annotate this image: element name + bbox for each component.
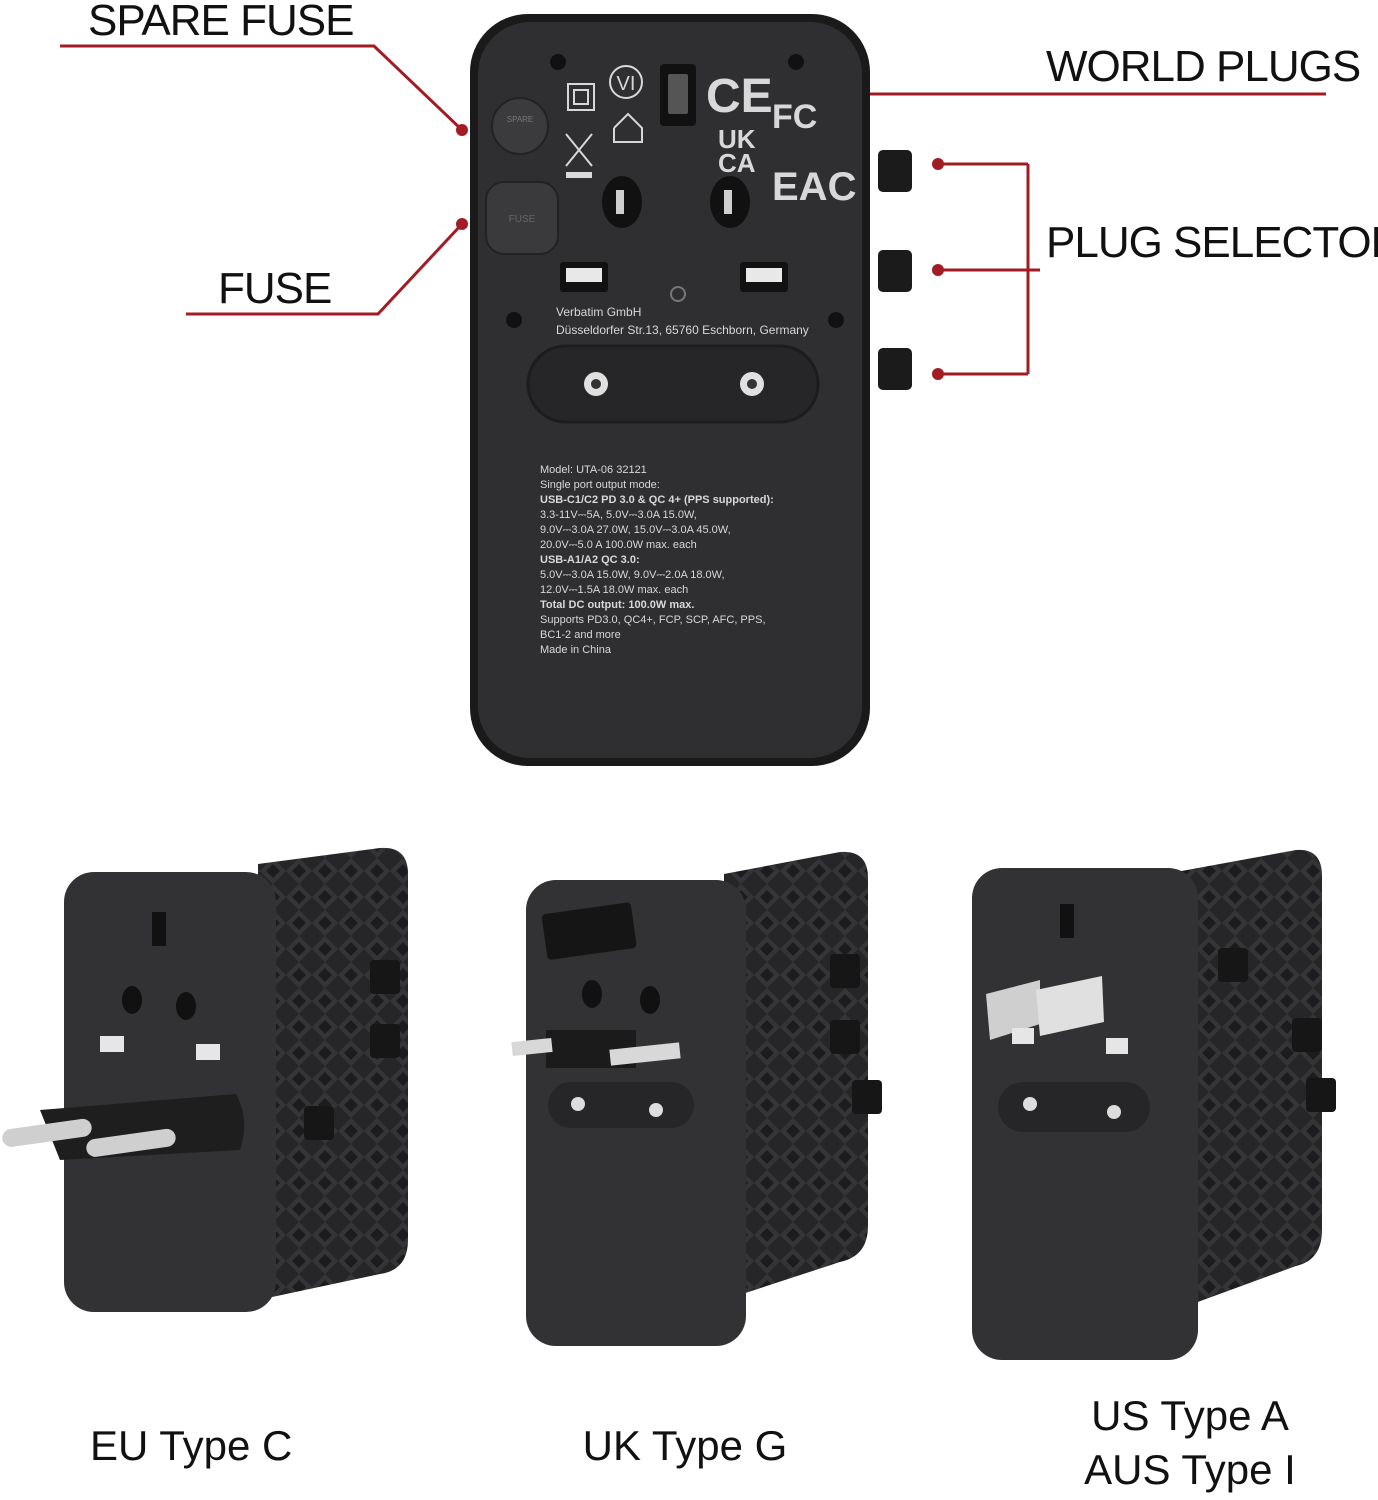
spec-line: 12.0V⎓1.5A 18.0W max. each — [540, 584, 688, 596]
spec-line: Made in China — [540, 644, 612, 656]
spec-line: Model: UTA-06 32121 — [540, 464, 647, 476]
spare-fuse-label: SPARE FUSE — [88, 0, 354, 45]
variant-us-caption: US Type A — [1091, 1392, 1289, 1439]
spec-line: Supports PD3.0, QC4+, FCP, SCP, AFC, PPS… — [540, 614, 766, 626]
spec-line: Total DC output: 100.0W max. — [540, 599, 694, 611]
spec-line: 9.0V⎓3.0A 27.0W, 15.0V⎓3.0A 45.0W, — [540, 524, 731, 536]
variant-eu-caption: EU Type C — [90, 1422, 293, 1469]
spec-line: USB-C1/C2 PD 3.0 & QC 4+ (PPS supported)… — [540, 494, 774, 506]
spec-line: 3.3-11V⎓5A, 5.0V⎓3.0A 15.0W, — [540, 509, 697, 521]
plug-selectors-label: PLUG SELECTORS — [1046, 218, 1378, 267]
variant-uk-adapter — [511, 851, 882, 1346]
spec-line: 20.0V⎓5.0 A 100.0W max. each — [540, 539, 697, 551]
variant-eu-adapter — [2, 847, 408, 1312]
world-plugs-label: WORLD PLUGS — [1046, 42, 1361, 91]
fuse-label: FUSE — [218, 264, 332, 313]
spec-line: USB-A1/A2 QC 3.0: — [540, 554, 640, 566]
variant-uk-caption: UK Type G — [582, 1422, 788, 1469]
spec-block: Model: UTA-06 32121 Single port output m… — [540, 464, 774, 656]
spec-line: BC1-2 and more — [540, 629, 621, 641]
callout-leader-lines — [60, 44, 1326, 380]
variant-aus-caption: AUS Type I — [1084, 1446, 1296, 1493]
variant-us-adapter — [972, 849, 1336, 1360]
spec-line: Single port output mode: — [540, 479, 660, 491]
spec-line: 5.0V⎓3.0A 15.0W, 9.0V⎓2.0A 18.0W, — [540, 569, 725, 581]
